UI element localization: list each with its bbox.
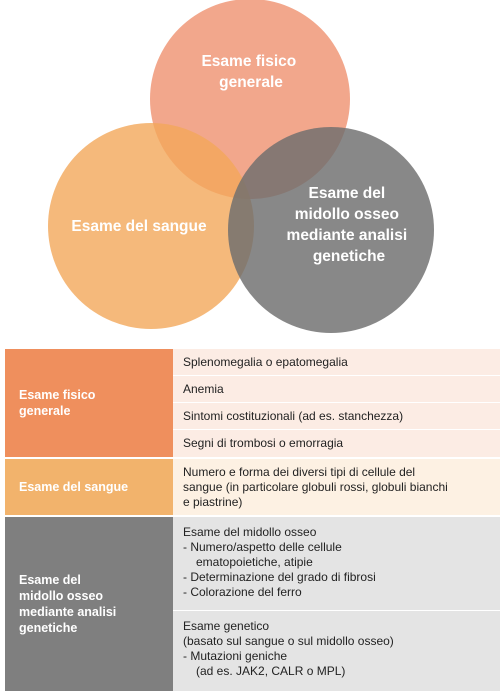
label-blood-exam: Esame del sangue	[71, 218, 207, 235]
row-header-physical-exam: Esame fisico generale	[5, 349, 173, 457]
table-row-physical-exam: Esame fisico generale Splenomegalia o ep…	[5, 349, 500, 459]
table-cell: Sintomi costituzionali (ad es. stanchezz…	[173, 403, 500, 430]
table-cell: Segni di trombosi o emorragia	[173, 430, 500, 457]
table-row-marrow-genetic-exam: Esame del midollo osseo mediante analisi…	[5, 517, 500, 691]
table-row-blood-exam: Esame del sangue Numero e forma dei dive…	[5, 459, 500, 517]
circle-blood-exam	[48, 123, 254, 329]
table-cell: Anemia	[173, 376, 500, 403]
circle-marrow-genetic-exam	[228, 127, 434, 333]
table-cell-marrow-exam: Esame del midollo osseo - Numero/aspetto…	[173, 517, 500, 611]
row-header-blood-exam: Esame del sangue	[5, 459, 173, 515]
row-header-marrow-genetic-exam: Esame del midollo osseo mediante analisi…	[5, 517, 173, 691]
exam-summary-table: Esame fisico generale Splenomegalia o ep…	[5, 349, 500, 691]
venn-diagram: Esame fisico generale Esame del sangue E…	[48, 0, 434, 333]
table-cell-genetic-exam: Esame genetico (basato sul sangue o sul …	[173, 611, 500, 691]
label-marrow-genetic-exam: Esame del midollo osseo mediante analisi…	[287, 185, 412, 265]
label-physical-exam: Esame fisico generale	[201, 53, 300, 91]
table-cell: Splenomegalia o epatomegalia	[173, 349, 500, 376]
table-cell: Numero e forma dei diversi tipi di cellu…	[173, 459, 500, 515]
